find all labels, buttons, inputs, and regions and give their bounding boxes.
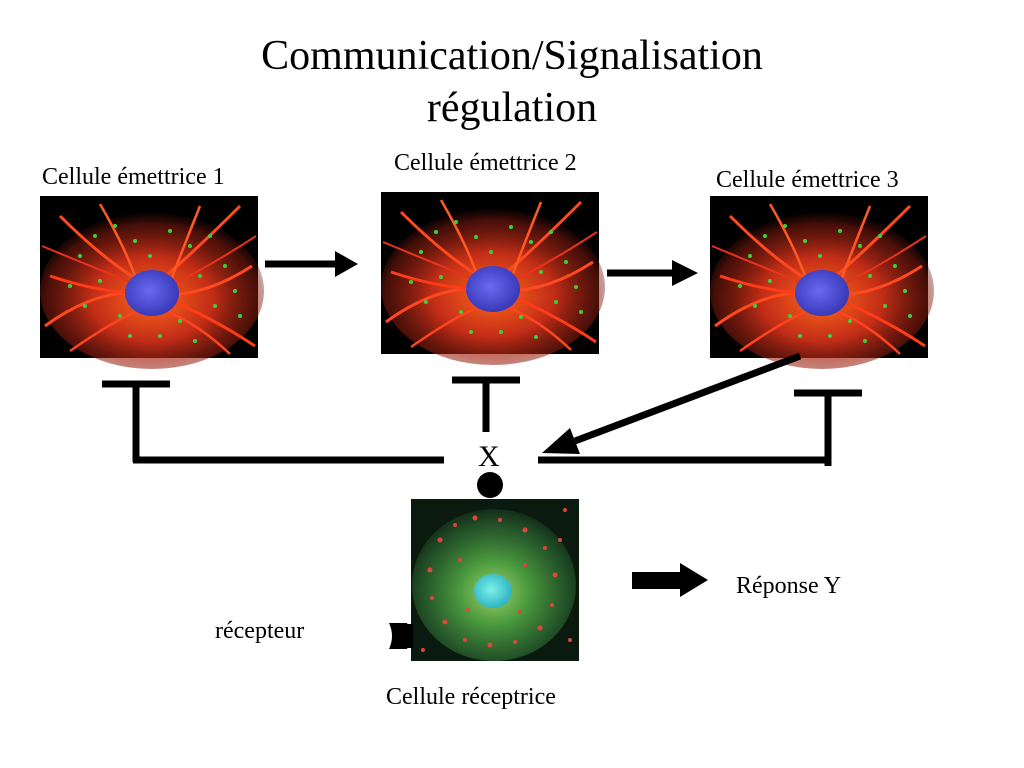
inhibition-line-cell-3 xyxy=(538,389,862,466)
emitter-cell-3-image xyxy=(708,194,936,371)
arrow-cell-3-to-x xyxy=(542,352,802,454)
title-line-2: régulation xyxy=(426,85,598,131)
slide-title: Communication/Signalisation régulation xyxy=(0,30,1024,134)
emitter-cell-2-image xyxy=(379,190,607,367)
title-line-1: Communication/Signalisation xyxy=(261,33,763,79)
response-y-label: Réponse Y xyxy=(736,573,842,599)
receptor-icon xyxy=(389,623,410,649)
receptor-stem xyxy=(405,624,413,648)
arrow-to-response xyxy=(632,563,708,597)
signal-x-label: X xyxy=(478,440,500,473)
signal-dot-icon xyxy=(477,472,503,498)
receiver-cell-label: Cellule réceptrice xyxy=(386,684,556,710)
arrow-2-to-3 xyxy=(607,260,698,286)
receptor-label: récepteur xyxy=(215,618,305,644)
emitter-2-label: Cellule émettrice 2 xyxy=(394,150,577,176)
inhibition-line-cell-2 xyxy=(452,376,520,432)
emitter-3-label: Cellule émettrice 3 xyxy=(716,167,899,193)
emitter-1-label: Cellule émettrice 1 xyxy=(42,164,225,190)
inhibition-line-cell-1 xyxy=(102,380,444,464)
emitter-cell-1-image xyxy=(38,194,266,371)
arrow-1-to-2 xyxy=(265,251,358,277)
receiver-cell-image xyxy=(411,499,579,661)
